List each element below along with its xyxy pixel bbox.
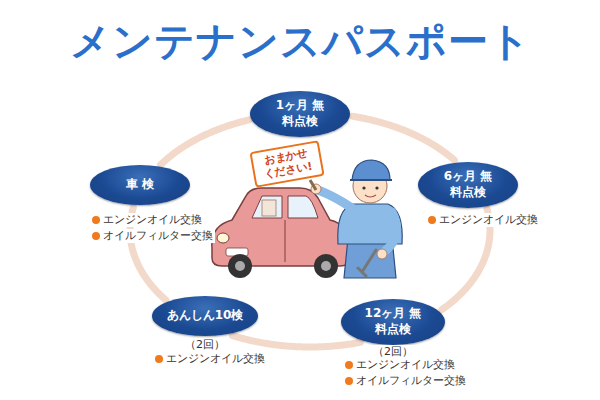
service-text: オイルフィルター交換 bbox=[356, 374, 466, 388]
car-window bbox=[252, 196, 282, 218]
badge-label: あんしん10検 bbox=[167, 308, 244, 324]
mouth bbox=[365, 195, 376, 197]
badge-oval: 車 検 bbox=[90, 165, 190, 205]
cap-brim bbox=[350, 179, 392, 181]
count-text: （2回） bbox=[185, 338, 225, 352]
mechanic-arm bbox=[384, 212, 397, 252]
eye bbox=[375, 186, 378, 189]
page-title: メンテナンスパスポート bbox=[0, 14, 600, 69]
mechanic bbox=[310, 160, 402, 278]
mechanic-hand bbox=[377, 249, 387, 259]
bullet-dot bbox=[428, 216, 436, 224]
sign-board-text: おまかせ ください! bbox=[250, 141, 325, 188]
badge-oval: あんしん10検 bbox=[152, 296, 259, 336]
bullet-dot bbox=[155, 355, 163, 363]
badge-label: 6ヶ月 無料点検 bbox=[438, 169, 498, 200]
badge-oval: 6ヶ月 無料点検 bbox=[418, 162, 518, 208]
badge-oval: 12ヶ月 無料点検 bbox=[341, 299, 445, 345]
badge-oval: 1ヶ月 無料点検 bbox=[250, 91, 350, 137]
ring-segment bbox=[232, 336, 360, 347]
car-hub bbox=[235, 261, 245, 271]
bullet-dot bbox=[345, 377, 353, 385]
count-note: （2回） bbox=[183, 338, 227, 352]
bullet-dot bbox=[345, 361, 353, 369]
eye bbox=[362, 186, 365, 189]
car-wheel bbox=[314, 254, 338, 278]
car-wheel bbox=[228, 254, 252, 278]
wrench bbox=[358, 250, 376, 276]
bullet-dot bbox=[92, 216, 100, 224]
car bbox=[212, 188, 350, 278]
bullet-dot bbox=[92, 232, 100, 240]
service-text: エンジンオイル交換 bbox=[166, 352, 265, 366]
service-item: エンジンオイル交換 bbox=[153, 352, 267, 366]
car-seat bbox=[262, 200, 276, 216]
badge-label: 車 検 bbox=[126, 177, 154, 193]
car-headlight bbox=[217, 233, 229, 243]
badge-label: 12ヶ月 無料点検 bbox=[361, 306, 425, 337]
service-item: エンジンオイル交換 bbox=[343, 358, 457, 372]
service-item: オイルフィルター交換 bbox=[90, 229, 215, 243]
service-text: オイルフィルター交換 bbox=[103, 229, 213, 243]
service-item: エンジンオイル交換 bbox=[90, 213, 204, 227]
service-text: エンジンオイル交換 bbox=[439, 213, 538, 227]
service-text: エンジンオイル交換 bbox=[103, 213, 202, 227]
car-hub bbox=[321, 261, 331, 271]
service-text: エンジンオイル交換 bbox=[356, 358, 455, 372]
service-item: エンジンオイル交換 bbox=[426, 213, 540, 227]
car-door-line bbox=[285, 220, 286, 262]
mechanic-cap bbox=[352, 160, 390, 180]
car-window bbox=[288, 196, 318, 218]
sign-stick bbox=[310, 180, 316, 190]
ring-segment bbox=[161, 120, 250, 165]
ring-segment bbox=[353, 116, 455, 160]
mechanic-arm bbox=[318, 190, 352, 208]
service-item: オイルフィルター交換 bbox=[343, 374, 468, 388]
badge-label: 1ヶ月 無料点検 bbox=[270, 98, 330, 129]
